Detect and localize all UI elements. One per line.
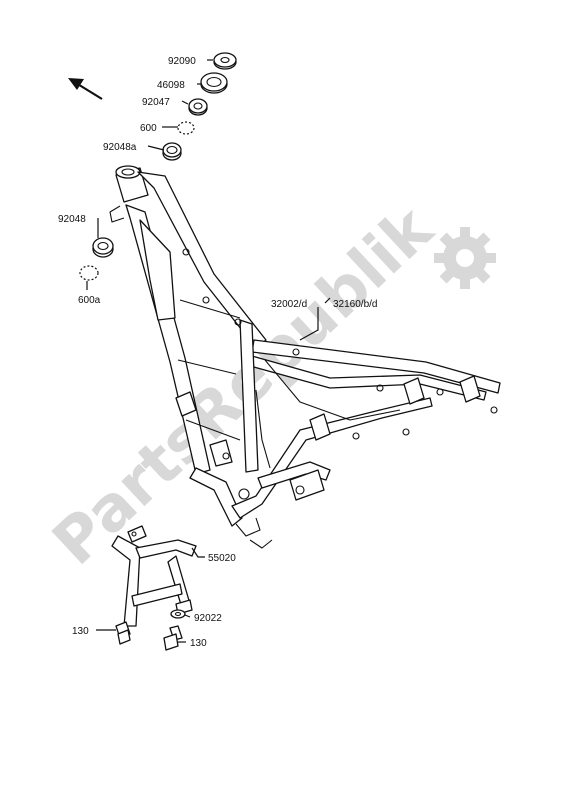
steering-head-parts (79, 52, 237, 281)
part-92048-race (92, 237, 114, 258)
arrow-up-left-icon (68, 78, 103, 100)
part-130-bolt-right (163, 625, 183, 651)
label-46098: 46098 (157, 80, 185, 91)
label-32002: 32002/d (271, 299, 307, 310)
frame-assembly (109, 165, 501, 549)
part-600a-steel-balls (79, 265, 99, 281)
label-92048a: 92048a (103, 142, 137, 153)
label-600: 600 (140, 123, 157, 134)
part-130-bolt-left (115, 621, 131, 645)
part-46098-ring (200, 72, 228, 94)
part-55020-engine-guard (111, 525, 197, 627)
label-92022: 92022 (194, 613, 222, 624)
label-55020: 55020 (208, 553, 236, 564)
label-92048: 92048 (58, 214, 86, 225)
leader-lines (86, 59, 331, 643)
part-92047-bearing (188, 98, 208, 116)
label-92047: 92047 (142, 97, 170, 108)
part-92090-nut (213, 52, 237, 70)
label-32160: 32160/b/d (333, 299, 378, 310)
part-92048a-race (162, 142, 182, 161)
label-130-right: 130 (190, 638, 207, 649)
part-92022-washer (170, 609, 186, 619)
part-600-steel-balls (177, 121, 195, 135)
gear-icon (434, 227, 496, 289)
part-labels: 92090 46098 92047 600 92048a 92048 600a … (58, 56, 378, 649)
label-600a: 600a (78, 295, 101, 306)
label-130-left: 130 (72, 626, 89, 637)
label-92090: 92090 (168, 56, 196, 67)
